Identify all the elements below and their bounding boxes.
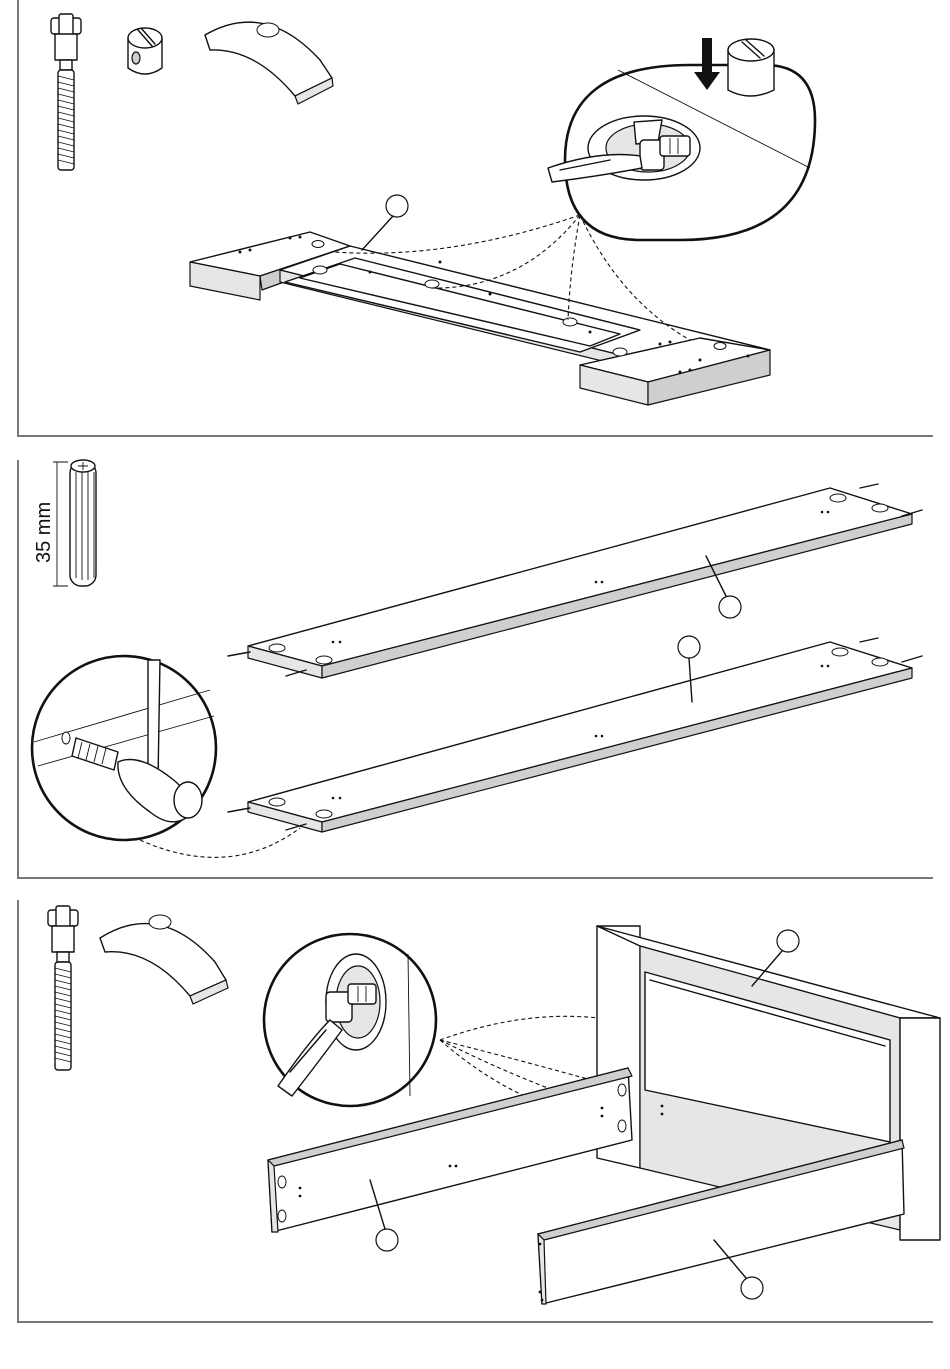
cam-bolt-icon: [51, 14, 81, 170]
callout-circle: [719, 596, 741, 618]
wood-dowel-icon: [70, 460, 96, 586]
panel-step-1: [18, 0, 933, 436]
bracket-plate-icon: [100, 915, 228, 1004]
callout-circle: [376, 1229, 398, 1251]
cam-lock-nut-detail-icon: [728, 39, 774, 96]
cam-bolt-icon: [48, 906, 78, 1070]
callout-leader: [362, 216, 393, 250]
cam-lock-nut-icon: [128, 28, 162, 74]
bed-base-frame: [190, 232, 770, 405]
callout-circle: [741, 1277, 763, 1299]
panel-step-3: [18, 900, 940, 1322]
bracket-plate-icon: [205, 22, 333, 104]
dowel-length-label: 35 mm: [33, 502, 55, 563]
panel-step-2: 35 mm: [18, 460, 933, 878]
zoom-leader-line: [140, 828, 300, 857]
zoom-detail-cam-bolt-insert: [264, 934, 436, 1106]
callout-circle: [678, 636, 700, 658]
dowel-dimension: 35 mm: [33, 462, 68, 586]
zoom-detail-dowel-insert: [32, 656, 216, 840]
callout-circle: [777, 930, 799, 952]
zoom-detail-cam-insert: [548, 38, 815, 240]
callout-circle: [386, 195, 408, 217]
